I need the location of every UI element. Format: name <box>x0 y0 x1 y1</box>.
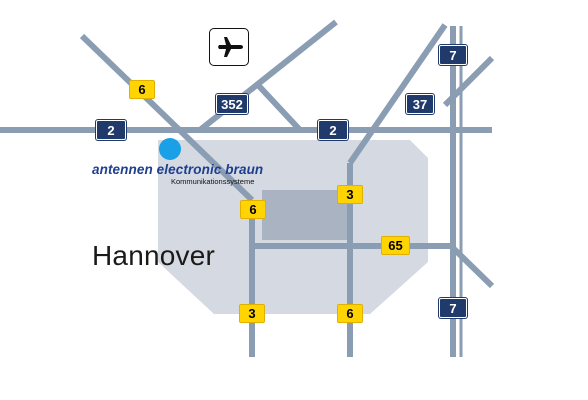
route-badge-a37: 37 <box>406 94 434 114</box>
route-badge-a7-south: 7 <box>439 298 467 318</box>
route-badge-b6-center: 6 <box>240 200 266 219</box>
road-b6-diagonal <box>79 33 255 203</box>
road-a7-northeast <box>442 55 495 108</box>
route-badge-b6-south: 6 <box>337 304 363 323</box>
airplane-icon <box>215 37 243 57</box>
airport-icon <box>209 28 249 66</box>
company-tagline: Kommunikationssysteme <box>171 177 255 186</box>
road-a352-inner <box>255 82 303 133</box>
route-badge-b3-north: 3 <box>337 185 363 204</box>
route-badge-b65: 65 <box>381 236 410 255</box>
company-name: antennen electronic braun <box>92 162 264 177</box>
city-label: Hannover <box>92 240 216 271</box>
route-badge-b3-south: 3 <box>239 304 265 323</box>
road-a7-southeast <box>450 245 495 289</box>
route-badge-b6-north: 6 <box>129 80 155 99</box>
company-location-dot <box>159 138 181 160</box>
route-badge-a352: 352 <box>216 94 248 114</box>
route-badge-a2-west: 2 <box>96 120 126 140</box>
route-badge-a2-east: 2 <box>318 120 348 140</box>
road-a37 <box>347 23 448 165</box>
city-center-area <box>262 190 349 240</box>
route-badge-a7-north: 7 <box>439 45 467 65</box>
